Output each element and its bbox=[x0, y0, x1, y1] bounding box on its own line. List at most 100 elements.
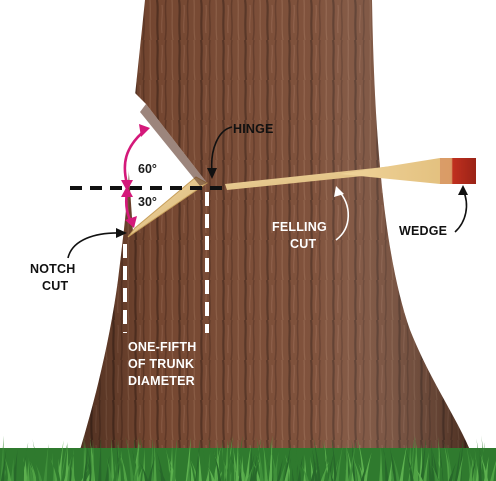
grass-blade bbox=[475, 465, 479, 481]
grass-blade bbox=[428, 454, 432, 481]
grass-blade bbox=[454, 447, 461, 481]
grass-blade bbox=[35, 464, 43, 481]
grass-blade bbox=[221, 439, 225, 481]
tree-trunk bbox=[80, 0, 470, 450]
grass-blade bbox=[300, 464, 309, 481]
grass-blade bbox=[262, 440, 268, 481]
grass-blade bbox=[331, 437, 338, 481]
grass-blade bbox=[240, 455, 245, 481]
notch-cut-label-line2: CUT bbox=[42, 279, 68, 293]
grass-blade bbox=[293, 464, 298, 481]
grass-blade bbox=[26, 460, 30, 481]
grass-blade bbox=[351, 439, 356, 481]
grass-blade bbox=[478, 448, 482, 481]
wedge-label: WEDGE bbox=[399, 224, 447, 238]
grass-blade bbox=[116, 443, 125, 481]
notch-cut-label-line1: NOTCH bbox=[30, 262, 75, 276]
grass-blade bbox=[415, 436, 419, 481]
grass-blade bbox=[325, 463, 330, 481]
grass-blade bbox=[195, 459, 200, 481]
grass-blade bbox=[46, 461, 53, 481]
grass-blade bbox=[307, 460, 311, 481]
felling-cut-label-line2: CUT bbox=[290, 237, 316, 251]
grass-blade bbox=[322, 439, 328, 481]
grass-blade bbox=[348, 440, 357, 481]
grass-blade bbox=[381, 443, 386, 481]
grass-blade bbox=[67, 458, 72, 481]
angle-lower-label: 30° bbox=[138, 195, 157, 209]
grass-blade bbox=[167, 465, 172, 481]
grass-blade bbox=[479, 453, 489, 481]
grass-blade bbox=[345, 442, 349, 481]
grass-blade bbox=[4, 457, 9, 481]
grass-blade bbox=[113, 451, 122, 481]
grass-blade bbox=[296, 455, 305, 481]
notch-pointer-arrow bbox=[67, 228, 127, 259]
grass-blade bbox=[431, 441, 435, 481]
grass-blade bbox=[0, 449, 7, 481]
grass-blade bbox=[133, 441, 140, 481]
hinge-label: HINGE bbox=[233, 122, 274, 136]
grass-blade bbox=[137, 467, 143, 481]
grass-blade bbox=[203, 450, 209, 481]
grass-blade bbox=[423, 451, 430, 481]
grass-blade bbox=[10, 457, 14, 481]
grass-blade bbox=[60, 442, 68, 481]
grass-blade bbox=[414, 467, 424, 481]
grass-blade bbox=[43, 443, 49, 481]
grass-blade bbox=[90, 439, 95, 481]
grass-blade bbox=[391, 468, 395, 481]
grass-blade bbox=[251, 454, 258, 481]
grass-blade bbox=[276, 458, 283, 481]
grass-blade bbox=[273, 451, 279, 481]
grass-blade bbox=[389, 445, 397, 481]
grass bbox=[0, 435, 496, 481]
felling-cut-label-line1: FELLING bbox=[272, 220, 327, 234]
hinge-pointer-arrow bbox=[207, 126, 233, 179]
grass-blade bbox=[0, 435, 4, 481]
grass-blade bbox=[392, 454, 400, 481]
grass-blade bbox=[439, 453, 443, 481]
grass-blade bbox=[405, 448, 414, 481]
grass-blade bbox=[256, 436, 264, 481]
grass-blade bbox=[457, 455, 464, 481]
grass-blade bbox=[12, 449, 18, 481]
grass-blade bbox=[420, 438, 427, 481]
grass-blade bbox=[139, 435, 148, 481]
grass-blade bbox=[207, 466, 215, 481]
grass-blade bbox=[56, 462, 61, 481]
grass-blade bbox=[388, 459, 393, 481]
grass-blade bbox=[147, 455, 156, 481]
grass-blade bbox=[289, 446, 293, 481]
angle-upper-label: 60° bbox=[138, 162, 157, 176]
grass-blade bbox=[49, 453, 55, 481]
grass-blade bbox=[19, 442, 29, 481]
angle-arrow-lower bbox=[121, 186, 137, 228]
grass-blade bbox=[71, 448, 79, 481]
grass-blade bbox=[357, 437, 366, 481]
grass-blade bbox=[311, 446, 318, 481]
grass-blade bbox=[30, 461, 37, 481]
grass-blade bbox=[133, 462, 141, 481]
grass-blade bbox=[283, 443, 292, 481]
grass-blade bbox=[279, 462, 286, 481]
grass-blade bbox=[66, 460, 71, 481]
grass-blade bbox=[352, 458, 362, 481]
grass-blade bbox=[110, 436, 115, 481]
grass-blade bbox=[363, 452, 372, 481]
grass-blade bbox=[139, 462, 149, 481]
grass-blade bbox=[83, 442, 89, 481]
grass-blade bbox=[284, 462, 290, 481]
grass-blade bbox=[206, 450, 211, 481]
one-fifth-label-line2: OF TRUNK bbox=[128, 357, 194, 371]
grass-blade bbox=[156, 451, 165, 481]
grass-blade bbox=[458, 439, 464, 481]
grass-blade bbox=[469, 451, 478, 481]
grass-blade bbox=[50, 457, 58, 481]
grass-blade bbox=[185, 437, 191, 481]
one-fifth-label-line1: ONE-FIFTH bbox=[128, 340, 196, 354]
grass-blade bbox=[63, 462, 70, 481]
grass-blade bbox=[226, 437, 231, 481]
